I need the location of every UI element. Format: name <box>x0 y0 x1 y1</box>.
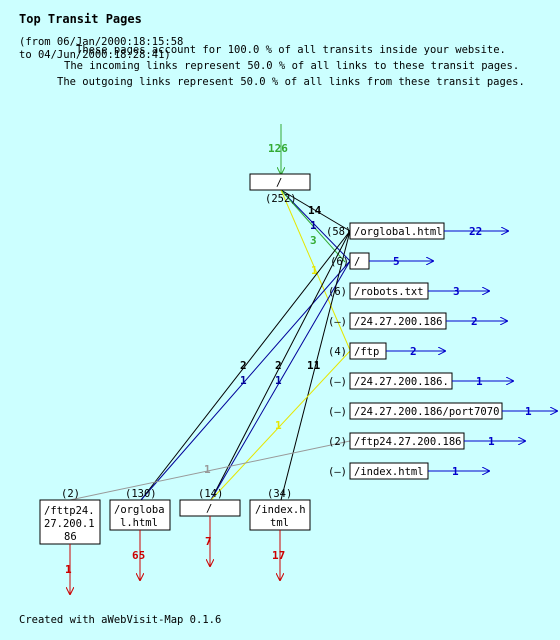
label-b1-black: 2 <box>240 359 247 372</box>
date-range: (from 06/Jan/2000:18:15:58 to 04/Jun/200… <box>19 36 183 62</box>
label-ftp-yellow: 1 <box>275 419 282 432</box>
out-value: 1 <box>452 465 459 478</box>
out-value: 1 <box>488 435 495 448</box>
out-value: 22 <box>469 225 482 238</box>
bottom-node-count: (14) <box>198 488 223 500</box>
date-range-start: (from 06/Jan/2000:18:15:58 <box>19 36 184 48</box>
page-count: (4) <box>328 346 347 358</box>
page-ftp24[interactable]: (2) /ftp24.27.200.186 1 <box>328 432 525 450</box>
label-b3-black: 11 <box>307 359 321 372</box>
label-ftp24-gray: 1 <box>204 463 211 476</box>
label-b2-blue: 1 <box>275 374 282 387</box>
link-b3-black <box>280 230 351 501</box>
info-line-outgoing: The outgoing links represent 50.0 % of a… <box>57 76 525 88</box>
page-robots[interactable]: (6) /robots.txt 3 <box>328 282 489 300</box>
page-label: /orglobal.html <box>354 226 443 238</box>
label-top-orglobal: 14 <box>308 204 322 217</box>
exit-value: 17 <box>272 549 285 562</box>
bottom-node-index[interactable]: (34) /index.h tml 17 <box>249 488 311 580</box>
out-value: 2 <box>410 345 417 358</box>
page-label: /24.27.200.186/port7070 <box>354 406 499 418</box>
page-count: (2) <box>328 436 347 448</box>
bottom-node-line1: /fttp24. <box>44 505 95 517</box>
page-count: (–) <box>328 406 347 418</box>
link-ftp-yellow <box>210 350 351 501</box>
link-ftp24-gray <box>69 440 351 501</box>
page-slash[interactable]: (6) / 5 <box>330 252 433 270</box>
page-ftp[interactable]: (4) /ftp 2 <box>328 342 445 360</box>
page-ip[interactable]: (–) /24.27.200.186 2 <box>328 312 507 330</box>
page-label: / <box>354 256 360 268</box>
page-label: /ftp24.27.200.186 <box>354 436 461 448</box>
out-value: 2 <box>471 315 478 328</box>
bottom-node-line2: 27.200.1 <box>44 518 95 530</box>
exit-value: 7 <box>205 535 212 548</box>
top-node-count: (252) <box>265 193 297 205</box>
link-top-orglobal <box>280 189 351 232</box>
out-value: 1 <box>476 375 483 388</box>
bottom-node-count: (34) <box>267 488 292 500</box>
out-value: 5 <box>393 255 400 268</box>
link-top-ftp-yellow <box>280 189 351 351</box>
page-label: /robots.txt <box>354 286 424 298</box>
page-label: /24.27.200.186 <box>354 316 443 328</box>
label-top-slash-blue: 1 <box>310 219 317 232</box>
bottom-node-count: (2) <box>61 488 80 500</box>
bottom-node-orglobal[interactable]: (130) /orgloba l.html 65 <box>109 488 171 580</box>
page-count: (–) <box>328 376 347 388</box>
label-b1-blue: 1 <box>240 374 247 387</box>
top-node[interactable]: / (252) <box>249 173 311 205</box>
bottom-node-slash[interactable]: (14) / 7 <box>179 488 241 566</box>
page-ip-dot[interactable]: (–) /24.27.200.186. 1 <box>328 372 513 390</box>
info-line-transits: These pages account for 100.0 % of all t… <box>76 44 506 56</box>
entry-value: 126 <box>268 142 288 155</box>
exit-value: 1 <box>65 563 72 576</box>
link-b1-blue <box>140 260 351 501</box>
page-count: (–) <box>328 316 347 328</box>
page-index[interactable]: (–) /index.html 1 <box>328 462 489 480</box>
date-range-end: to 04/Jun/2000:18:28:41) <box>19 49 171 61</box>
page-ip-port[interactable]: (–) /24.27.200.186/port7070 1 <box>328 402 557 420</box>
bottom-node-ftp24[interactable]: (2) /fttp24. 27.200.1 86 1 <box>39 488 101 594</box>
link-top-slash-blue <box>280 189 351 262</box>
page-label: /24.27.200.186. <box>354 376 449 388</box>
footer-credit: Created with aWebVisit-Map 0.1.6 <box>19 614 222 626</box>
bottom-node-line1: /index.h <box>255 504 306 516</box>
page-title: Top Transit Pages <box>19 12 142 26</box>
label-top-ftp-yellow: 1 <box>311 264 318 277</box>
page-count: (6) <box>330 256 349 268</box>
info-line-incoming: The incoming links represent 50.0 % of a… <box>64 60 520 72</box>
page-count: (58) <box>326 226 351 238</box>
page-count: (6) <box>328 286 347 298</box>
bottom-node-line2: l.html <box>120 517 158 529</box>
top-node-label: / <box>276 177 282 189</box>
bottom-node-line1: / <box>206 503 212 515</box>
bottom-node-count: (130) <box>125 488 157 500</box>
label-b2-black: 2 <box>275 359 282 372</box>
link-top-slash-green <box>280 189 346 263</box>
link-b2-black <box>210 230 351 501</box>
link-b2-blue <box>210 260 351 501</box>
page-label: /ftp <box>354 346 379 358</box>
out-value: 1 <box>525 405 532 418</box>
exit-value: 65 <box>132 549 145 562</box>
label-top-slash-green: 3 <box>310 234 317 247</box>
link-b1-black <box>140 230 351 501</box>
page-orglobal[interactable]: (58) /orglobal.html 22 <box>326 222 508 240</box>
bottom-node-line1: /orgloba <box>114 504 165 516</box>
bottom-node-line2: tml <box>270 517 289 529</box>
page-count: (–) <box>328 466 347 478</box>
page-label: /index.html <box>354 466 424 478</box>
out-value: 3 <box>453 285 460 298</box>
bottom-node-line3: 86 <box>64 531 77 543</box>
